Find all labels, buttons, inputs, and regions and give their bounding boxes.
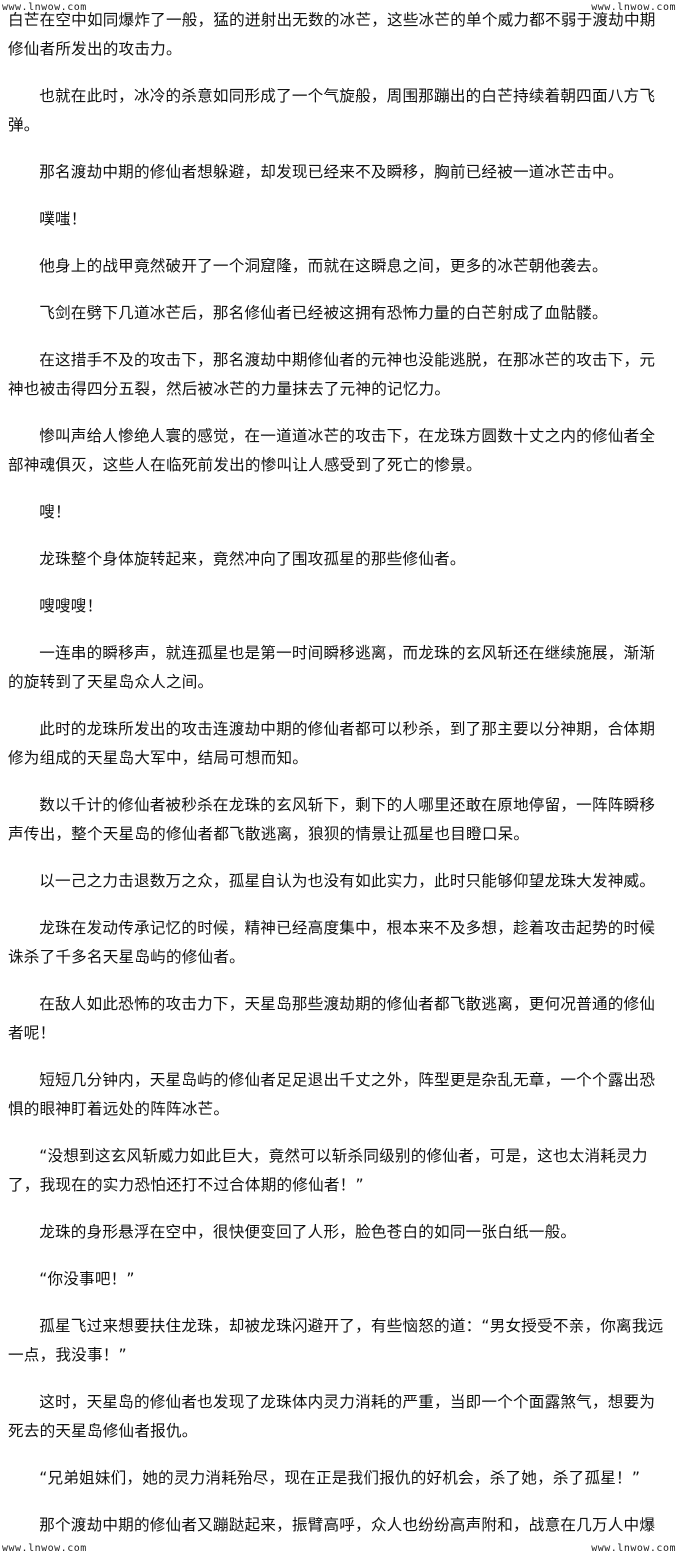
paragraph-15: 以一己之力击退数万之众，孤星自认为也没有如此实力，此时只能够仰望龙珠大发神威。 bbox=[39, 872, 656, 890]
paragraph-14: 数以千计的修仙者被秒杀在龙珠的玄风斩下，剩下的人哪里还敢在原地停留，一阵阵瞬移声… bbox=[8, 796, 656, 843]
paragraph-4: 噗嗤！ bbox=[39, 210, 87, 228]
paragraph-13: 此时的龙珠所发出的攻击连渡劫中期的修仙者都可以秒杀，到了那主要以分神期，合体期修… bbox=[8, 720, 656, 767]
paragraph-8: 惨叫声给人惨绝人寰的感觉，在一道道冰芒的攻击下，在龙珠方圆数十丈之内的修仙者全部… bbox=[8, 427, 656, 474]
watermark-top-right: www.lnwow.com bbox=[591, 2, 676, 13]
paragraph-18: 短短几分钟内，天星岛屿的修仙者足足退出千丈之外，阵型更是杂乱无章，一个个露出恐惧… bbox=[8, 1071, 656, 1118]
paragraph-7: 在这措手不及的攻击下，那名渡劫中期修仙者的元神也没能逃脱，在那冰芒的攻击下，元神… bbox=[8, 351, 656, 398]
article-body: 白芒在空中如同爆炸了一般，猛的迸射出无数的冰芒，这些冰芒的单个威力都不弱于渡劫中… bbox=[8, 6, 670, 1558]
paragraph-20: 龙珠的身形悬浮在空中，很快便变回了人形，脸色苍白的如同一张白纸一般。 bbox=[39, 1223, 577, 1241]
paragraph-5: 他身上的战甲竟然破开了一个洞窟隆，而就在这瞬息之间，更多的冰芒朝他袭去。 bbox=[39, 257, 608, 275]
paragraph-9: 嗖！ bbox=[39, 503, 71, 521]
paragraph-1: 白芒在空中如同爆炸了一般，猛的迸射出无数的冰芒，这些冰芒的单个威力都不弱于渡劫中… bbox=[8, 11, 656, 58]
paragraph-23: 这时，天星岛的修仙者也发现了龙珠体内灵力消耗的严重，当即一个个面露煞气，想要为死… bbox=[8, 1393, 656, 1440]
paragraph-19: “没想到这玄风斩威力如此巨大，竟然可以斩杀同级别的修仙者，可是，这也太消耗灵力了… bbox=[8, 1147, 648, 1194]
paragraph-6: 飞剑在劈下几道冰芒后，那名修仙者已经被这拥有恐怖力量的白芒射成了血骷髅。 bbox=[39, 304, 608, 322]
paragraph-17: 在敌人如此恐怖的攻击力下，天星岛那些渡劫期的修仙者都飞散逃离，更何况普通的修仙者… bbox=[8, 995, 656, 1042]
paragraph-22: 孤星飞过来想要扶住龙珠，却被龙珠闪避开了，有些恼怒的道：“男女授受不亲，你离我远… bbox=[8, 1317, 664, 1364]
watermark-bottom-left: www.lnwow.com bbox=[2, 1543, 87, 1554]
paragraph-10: 龙珠整个身体旋转起来，竟然冲向了围攻孤星的那些修仙者。 bbox=[39, 550, 466, 568]
paragraph-21: “你没事吧！” bbox=[39, 1270, 135, 1288]
paragraph-16: 龙珠在发动传承记忆的时候，精神已经高度集中，根本来不及多想，趁着攻击起势的时候诛… bbox=[8, 919, 656, 966]
paragraph-12: 一连串的瞬移声，就连孤星也是第一时间瞬移逃离，而龙珠的玄风斩还在继续施展，渐渐的… bbox=[8, 644, 656, 691]
paragraph-25: 那个渡劫中期的修仙者又蹦跶起来，振臂高呼，众人也纷纷高声附和，战意在几万人中爆 bbox=[39, 1516, 656, 1534]
paragraph-3: 那名渡劫中期的修仙者想躲避，却发现已经来不及瞬移，胸前已经被一道冰芒击中。 bbox=[39, 163, 624, 181]
paragraph-24: “兄弟姐妹们，她的灵力消耗殆尽，现在正是我们报仇的好机会，杀了她，杀了孤星！” bbox=[39, 1469, 641, 1487]
paragraph-2: 也就在此时，冰冷的杀意如同形成了一个气旋般，周围那蹦出的白芒持续着朝四面八方飞弹… bbox=[8, 87, 656, 134]
watermark-top-left: www.lnwow.com bbox=[2, 2, 87, 13]
paragraph-11: 嗖嗖嗖！ bbox=[39, 597, 103, 615]
watermark-bottom-right: www.lnwow.com bbox=[591, 1543, 676, 1554]
